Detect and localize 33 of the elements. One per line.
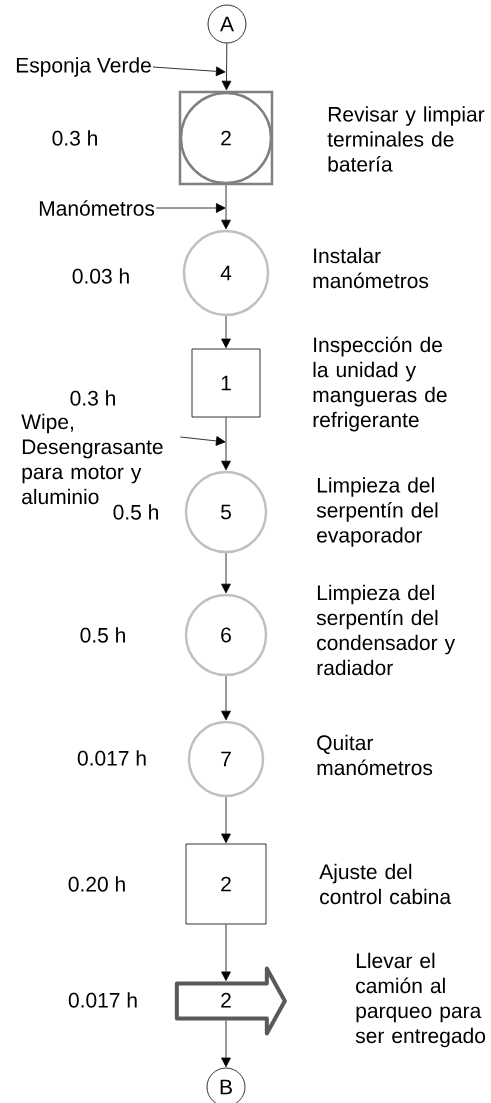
material-label: Manómetros bbox=[39, 200, 155, 216]
inspection-box: 1 bbox=[191, 348, 261, 418]
arrow bbox=[221, 315, 231, 349]
duration-label: 0.3 h bbox=[70, 390, 115, 406]
step-description: Limpieza del serpentín del condensador y radiador bbox=[316, 584, 456, 676]
step-description: Llevar el camión al parqueo para ser entregado bbox=[355, 952, 486, 1048]
step-description: Ajuste del control cabina bbox=[319, 863, 452, 905]
step-description: Inspección de la unidad y mangueras de refrigerante bbox=[313, 336, 447, 432]
arrow bbox=[221, 184, 231, 230]
step-description: Revisar y limpiar terminales de batería bbox=[327, 106, 485, 172]
duration-label: 0.017 h bbox=[68, 992, 137, 1008]
arrow bbox=[221, 43, 232, 91]
arrow bbox=[221, 552, 231, 594]
duration-label: 0.017 h bbox=[77, 750, 146, 766]
duration-label: 0.5 h bbox=[113, 504, 158, 520]
arrow bbox=[221, 1020, 231, 1068]
material-label: Wipe, Desengrasante para motor y aluminio bbox=[21, 413, 163, 505]
duration-label: 0.5 h bbox=[80, 627, 125, 643]
arrow bbox=[155, 203, 226, 213]
step-description: Instalar manómetros bbox=[313, 247, 429, 289]
arrow bbox=[221, 417, 231, 471]
duration-label: 0.3 h bbox=[52, 130, 97, 146]
inspection-box: 2 bbox=[185, 843, 267, 925]
step-description: Quitar manómetros bbox=[317, 734, 433, 776]
arrow bbox=[180, 436, 226, 446]
duration-label: 0.03 h bbox=[72, 268, 129, 284]
arrow bbox=[221, 924, 231, 981]
arrow bbox=[152, 66, 226, 77]
duration-label: 0.20 h bbox=[68, 876, 125, 892]
arrow bbox=[221, 796, 231, 844]
material-label: Esponja Verde bbox=[16, 57, 151, 77]
arrow bbox=[221, 675, 231, 721]
step-description: Limpieza del serpentín del evaporador bbox=[316, 477, 438, 547]
